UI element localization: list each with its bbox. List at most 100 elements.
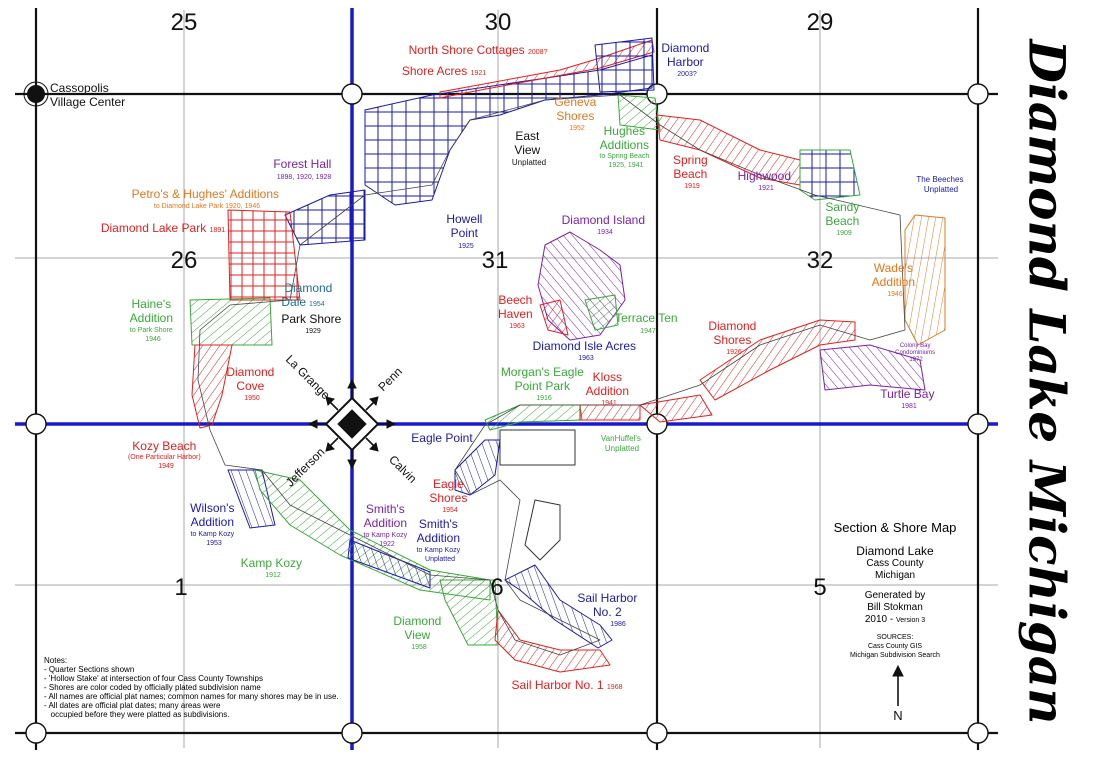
notes-line: - All names are official plat names; com… [44,692,339,701]
hughes-additions-lots [617,94,661,131]
label-beech-haven: Beech Haven 1963 [498,293,536,330]
compass-rose [307,378,397,470]
township-jefferson: Jefferson [283,445,328,490]
label-morgans-eagle-point-park: Morgan's Eagle Point Park 1916 [501,365,587,402]
notes-line: - Quarter Sections shown [44,665,135,674]
notes-line: - Shores are color coded by officially p… [44,683,261,692]
map-title: Diamond Lake Michigan [1017,39,1077,724]
shoreline-lots [189,37,946,673]
label-east-view: East View Unplatted [512,129,546,167]
info-lake: Diamond Lake [856,544,934,558]
label-haines-addition: Haine's Addition to Park Shore 1946 [130,297,177,343]
label-smiths-addition-unplatted: Smith's Addition to Kamp Kozy Unplatted [417,517,464,563]
label-park-shore: Park Shore 1929 [281,312,344,335]
label-colony-bay: Colony Bay Condominiums 1972 [895,343,937,363]
north-arrow-label: N [893,708,902,723]
township-calvin: Calvin [386,452,419,485]
label-diamond-harbor: Diamond Harbor 2003? [661,41,712,78]
label-shore-acres: Shore Acres 1921 [402,64,486,78]
beech-haven-lots [539,299,569,336]
info-heading: Section & Shore Map [833,520,957,535]
label-forest-hall: Forest Hall 1898, 1920, 1928 [273,157,334,181]
notes-line: occupied before they were platted as sub… [44,710,230,719]
section-26: 26 [171,247,198,274]
label-geneva-shores: Geneva Shores 1952 [554,95,599,132]
township-penn: Penn [375,364,405,394]
label-the-beeches: The Beeches Unplatted [916,175,965,194]
label-smiths-addition-1922: Smith's Addition to Kamp Kozy 1922 [364,502,411,548]
info-source-1: Cass County GIS [867,643,923,650]
sail-harbor-2-lots [504,564,613,649]
info-year-version: 2010 - Version 3 [864,614,926,625]
info-sources-title: SOURCES: [876,634,914,641]
wades-addition-lots [904,214,946,346]
sandy-beach-lots [799,149,861,201]
label-hughes-additions: Hughes Additions to Spring Beach 1925, 1… [599,124,652,169]
label-north-shore-cottages: North Shore Cottages 2008? [409,43,548,57]
section-5: 5 [813,574,826,601]
diamond-shores-lots [699,319,856,401]
notes-line: Notes: [44,656,68,665]
label-turtle-bay: Turtle Bay 1981 [880,387,938,410]
info-author: Bill Stokman [867,602,923,613]
label-eagle-shores: Eagle Shores 1954 [429,477,470,514]
cassopolis-label: Cassopolis [50,81,109,95]
section-25: 25 [171,9,198,36]
map-info-box: Section & Shore Map Diamond Lake Cass Co… [810,520,980,660]
smiths-addition-unplatted-outline [524,499,561,561]
label-spring-beach: Spring Beach 1919 [673,153,711,190]
label-kloss-addition: Kloss Addition 1941 [586,370,633,407]
section-1: 1 [174,574,187,601]
info-county: Cass County [866,558,924,569]
info-source-2: Michigan Subdivision Search [850,652,940,659]
label-diamond-shores: Diamond Shores 1926 [708,319,759,356]
section-31: 31 [482,247,509,274]
diamond-cove-lots [191,344,233,429]
label-wades-addition: Wade's Addition 1946 [872,261,919,298]
label-kozy-beach: Kozy Beach (One Particular Harbor) 1949 [128,439,204,470]
label-diamond-isle-acres: Diamond Isle Acres 1963 [533,339,640,362]
north-shore-cottages-lots [439,39,655,99]
info-generated-by: Generated by [864,590,926,601]
township-la-grange: La Grange [283,352,333,402]
north-arrow-icon [892,664,904,706]
label-kamp-kozy: Kamp Kozy 1912 [241,556,306,579]
label-terrace-ten: Terrace Ten 1947 [615,311,681,335]
label-sandy-beach: Sandy Beach 1909 [825,200,862,237]
label-highwood: Highwood 1921 [738,169,795,192]
info-state: Michigan [874,570,916,581]
morgans-eagle-point-lots [484,404,583,431]
lake-shoreline [197,94,906,656]
label-wilsons-addition: Wilson's Addition to Kamp Kozy 1953 [190,501,238,547]
section-29: 29 [807,9,834,36]
cassopolis-label-2: Village Center [50,95,125,109]
label-diamond-lake-park: Diamond Lake Park 1891 [101,221,225,235]
label-diamond-island: Diamond Island 1934 [562,213,649,236]
notes-line: - All dates are official plat dates; man… [44,701,221,710]
vanhuffels-lots [639,394,713,423]
haines-addition-lots [189,297,273,346]
label-petros-hughes-additions: Petro's & Hughes' Additions to Diamond L… [132,187,283,210]
forest-hall-lots [284,189,366,246]
diamond-harbor-lots [594,37,655,93]
diamond-view-lots [439,579,499,646]
label-howell-point: Howell Point 1925 [446,212,485,250]
cassopolis-marker [27,85,45,103]
eagle-shores-lots [454,439,501,496]
section-32: 32 [807,247,834,274]
label-diamond-view: Diamond View 1958 [393,614,444,651]
diamond-lake-park-lots [227,209,301,301]
label-vanhuffels: VanHuffel's Unplatted [601,434,643,453]
section-30: 30 [485,9,512,36]
label-sail-harbor-1: Sail Harbor No. 1 1968 [512,678,623,692]
turtle-bay-lots [819,344,926,391]
kloss-addition-lots [579,404,641,421]
label-sail-harbor-2: Sail Harbor No. 2 1986 [577,591,640,628]
terrace-ten-lots [584,294,619,331]
label-diamond-cove: Diamond Cove 1950 [226,365,277,402]
section-6: 6 [490,574,503,601]
sail-harbor-1-lots [494,609,611,673]
east-view-outline [499,429,576,466]
